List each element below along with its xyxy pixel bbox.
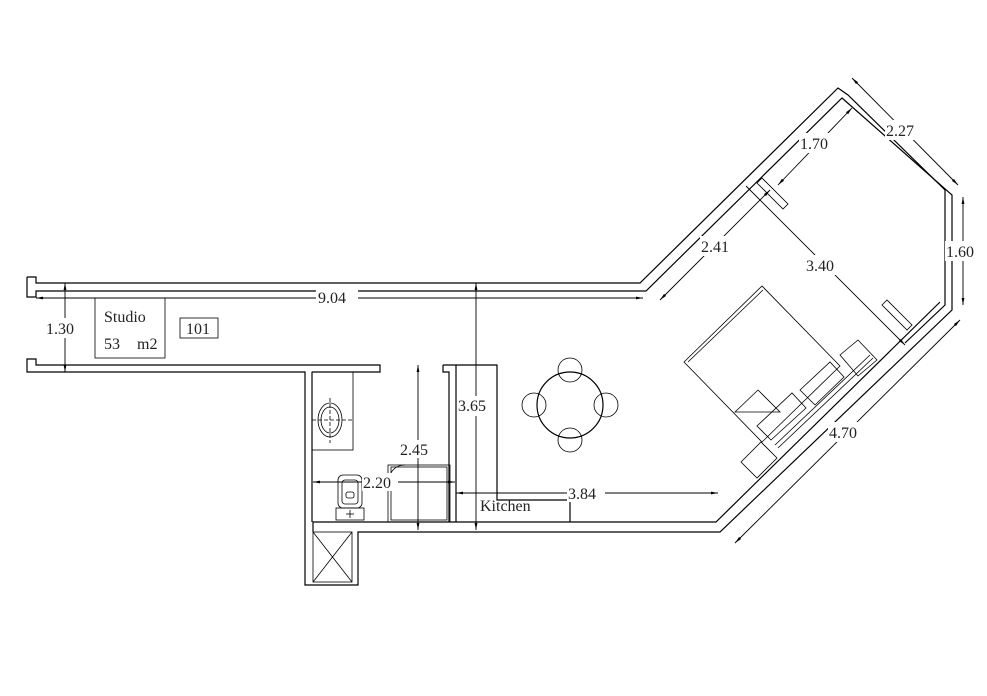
dim-corridor-width: 1.30	[46, 321, 74, 338]
room-name: Studio	[104, 309, 146, 326]
dim-corner-wall: 2.27	[886, 123, 914, 140]
bed-icon	[683, 285, 841, 443]
kitchen-counter	[456, 364, 571, 522]
room-number: 101	[186, 321, 210, 338]
dim-bath-width: 2.20	[363, 475, 391, 492]
toilet-icon	[335, 474, 365, 521]
dim-depth: 3.65	[458, 398, 486, 415]
dim-bath-depth: 2.45	[400, 442, 428, 459]
dim-kitchen-length: 3.84	[568, 486, 596, 503]
dining-table-icon	[521, 357, 619, 453]
kitchen-label: Kitchen	[480, 498, 531, 515]
room-area-unit: m2	[137, 336, 157, 353]
dim-end-wall: 1.60	[946, 244, 974, 261]
dim-overall-length: 9.04	[318, 290, 346, 307]
room-number-box	[179, 317, 219, 339]
dim-diag-wall-a: 2.41	[701, 239, 729, 256]
shaft-icon	[312, 531, 353, 583]
dim-long-diag-wall: 4.70	[829, 425, 857, 442]
dim-diag-wall-b: 1.70	[800, 136, 828, 153]
dimension-labels: 9.04 1.30 3.65 2.45 2.20 3.84 2.41 1.70 …	[44, 120, 983, 503]
dim-bedroom-depth: 3.40	[806, 258, 834, 275]
sink-counter	[311, 371, 354, 451]
room-area: 53	[104, 336, 120, 353]
nightstands-and-wardrobe	[740, 177, 913, 479]
